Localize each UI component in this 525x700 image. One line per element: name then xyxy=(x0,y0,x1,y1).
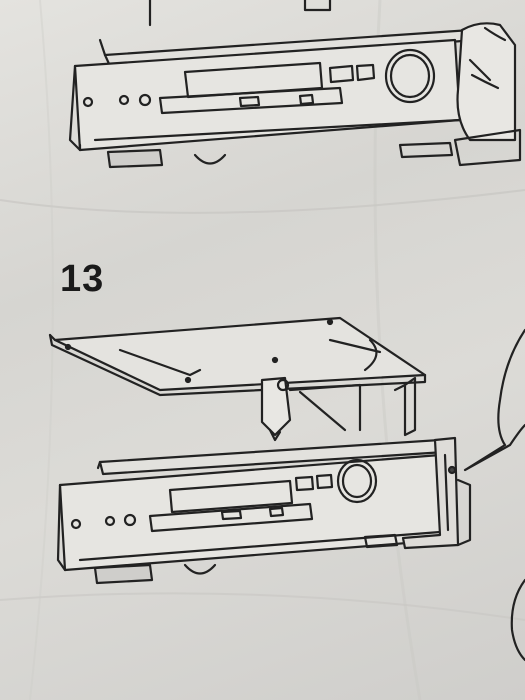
mounting-arm xyxy=(260,376,292,437)
step-number: 13 xyxy=(60,258,105,300)
shelf-plate xyxy=(53,316,427,392)
side-clamp xyxy=(401,436,460,550)
